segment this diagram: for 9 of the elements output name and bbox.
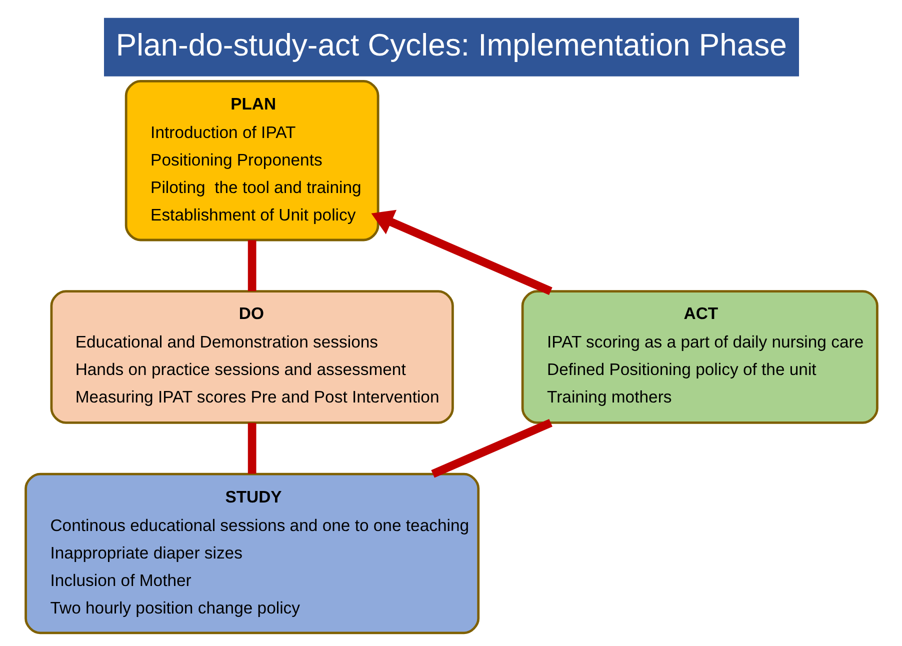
node-box: PLAN Introduction of IPAT Positioning Proponents Piloting the tool and training Establishment of Unit policy xyxy=(124,80,379,242)
node-box: STUDY Continous educational sessions and one to one teaching Inappropriate diaper sizes Inclusion of Mother Two hourly position change policy xyxy=(24,472,480,634)
node-box: DO Educational and Demonstration sessions Hands on practice sessions and assessment Measuring IPAT scores Pre and Post Intervention xyxy=(50,290,454,424)
diagram-title: Plan-do-study-act Cycles: Implementation Phase xyxy=(115,27,786,62)
connector xyxy=(430,419,552,478)
node-box: ACT IPAT scoring as a part of daily nursing care Defined Positioning policy of the unit Training mothers xyxy=(520,290,878,424)
connector xyxy=(247,422,256,474)
arrow xyxy=(370,210,552,296)
connector xyxy=(247,240,256,292)
